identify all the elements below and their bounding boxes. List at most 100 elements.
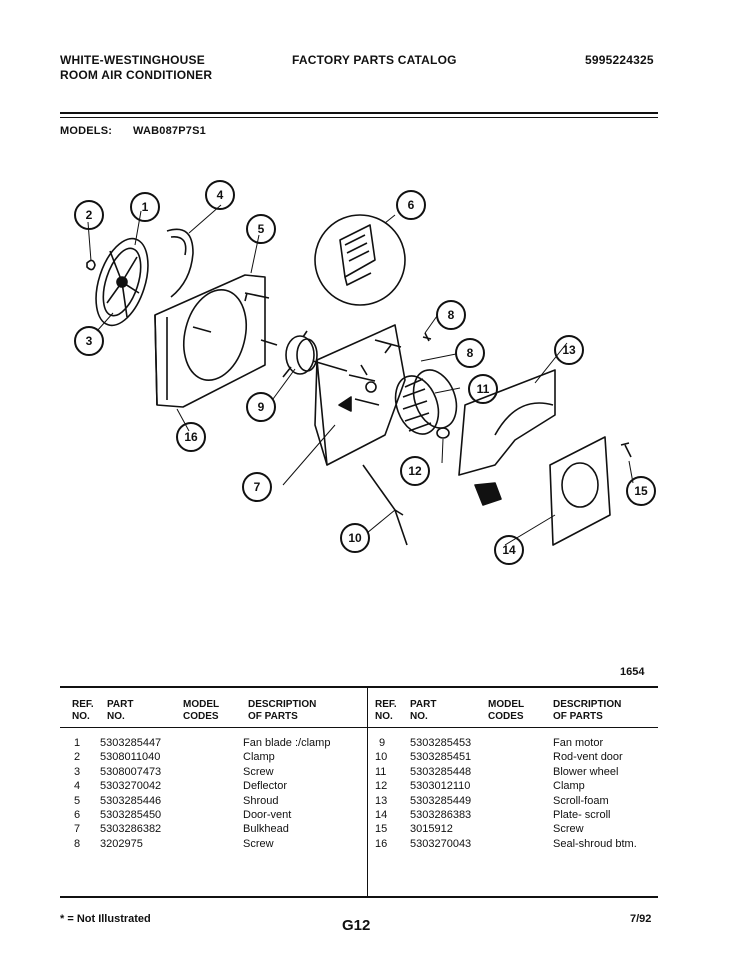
- part-cell: 3015912: [410, 823, 453, 836]
- table-right-rows: 9 5303285453 Fan motor 10 5303285451 Rod…: [367, 736, 658, 851]
- part-cell: 5303285449: [410, 794, 472, 807]
- table-top-rule: [60, 686, 658, 688]
- scroll-plate-part: [549, 436, 611, 546]
- callout-9: 9: [246, 392, 276, 422]
- ref-cell: 13: [375, 794, 388, 807]
- header-rule-top: [60, 112, 658, 114]
- catalog-number: 5995224325: [585, 53, 654, 67]
- ref-cell: 2: [74, 751, 81, 764]
- table-row: 9 5303285453 Fan motor: [367, 736, 658, 750]
- callout-4: 4: [205, 180, 235, 210]
- header-ref-right: REF. NO.: [375, 699, 397, 722]
- desc-cell: Screw: [553, 823, 584, 836]
- part-cell: 5303285448: [410, 765, 472, 778]
- part-cell: 5303285451: [410, 751, 472, 764]
- callout-3: 3: [74, 326, 104, 356]
- callout-8a: 8: [436, 300, 466, 330]
- desc-cell: Fan blade :/clamp: [243, 737, 331, 749]
- desc-cell: Deflector: [243, 780, 288, 793]
- fan-motor-part: [282, 330, 348, 378]
- header-rule-bottom: [60, 117, 658, 118]
- desc-cell: Bulkhead: [243, 823, 289, 836]
- callout-16: 16: [176, 422, 206, 452]
- brand-name: WHITE-WESTINGHOUSE ROOM AIR CONDITIONER: [60, 53, 212, 83]
- desc-cell: Rod-vent door: [553, 751, 623, 764]
- ref-cell: 3: [74, 765, 81, 778]
- callout-13: 13: [554, 335, 584, 365]
- header-part-right: PART NO.: [410, 699, 437, 722]
- table-row: 5 5303285446 Shroud: [60, 794, 366, 808]
- desc-cell: Plate- scroll: [553, 808, 611, 821]
- header-part-left: PART NO.: [107, 699, 134, 722]
- table-row: 16 5303270043 Seal-shroud btm.: [367, 837, 658, 851]
- part-cell: 5303270042: [100, 780, 162, 793]
- desc-cell: Seal-shroud btm.: [553, 837, 637, 850]
- table-row: 14 5303286383 Plate- scroll: [367, 808, 658, 822]
- models-label: MODELS:: [60, 125, 113, 137]
- ref-cell: 6: [74, 808, 81, 821]
- catalog-date: 7/92: [630, 913, 652, 925]
- part-cell: 5303012110: [410, 780, 471, 793]
- part-cell: 5303285453: [410, 737, 472, 749]
- ref-cell: 12: [375, 780, 388, 793]
- table-bottom-rule: [60, 896, 658, 898]
- header-model-left: MODEL CODES: [183, 699, 220, 722]
- bulkhead-part: [314, 324, 406, 466]
- screw-15-part: [620, 442, 632, 458]
- header-desc-left: DESCRIPTION OF PARTS: [248, 699, 317, 722]
- desc-cell: Fan motor: [553, 737, 604, 749]
- brand-line-2: ROOM AIR CONDITIONER: [60, 68, 213, 82]
- table-row: 1 5303285447 Fan blade :/clamp: [60, 736, 366, 750]
- ref-cell: 16: [375, 837, 388, 850]
- desc-cell: Screw: [243, 837, 274, 850]
- table-row: 2 5308011040 Clamp: [60, 750, 366, 764]
- desc-cell: Shroud: [243, 794, 279, 807]
- part-cell: 5303285450: [100, 808, 162, 821]
- screw-8-part: [422, 332, 432, 342]
- callout-14: 14: [494, 535, 524, 565]
- desc-cell: Door-vent: [243, 808, 292, 821]
- ref-cell: 7: [74, 823, 81, 836]
- header-model-right: MODEL CODES: [488, 699, 525, 722]
- callout-7: 7: [242, 472, 272, 502]
- table-row: 13 5303285449 Scroll-foam: [367, 794, 658, 808]
- table-row: 8 3202975 Screw: [60, 837, 366, 851]
- part-cell: 5303286382: [100, 823, 162, 836]
- ref-cell: 4: [74, 780, 81, 793]
- callout-8b: 8: [455, 338, 485, 368]
- scroll-foam-part: [458, 369, 556, 506]
- deflector-part: [166, 228, 194, 298]
- fan-blade-part: [95, 237, 149, 327]
- clamp-12-part: [436, 427, 450, 439]
- callout-10: 10: [340, 523, 370, 553]
- part-cell: 5303270043: [410, 837, 472, 850]
- table-row: 4 5303270042 Deflector: [60, 779, 366, 793]
- table-row: 6 5303285450 Door-vent: [60, 808, 366, 822]
- figure-number: 1654: [620, 666, 645, 678]
- models-value: WAB087P7S1: [133, 125, 206, 137]
- table-row: 10 5303285451 Rod-vent door: [367, 750, 658, 764]
- ref-cell: 9: [379, 737, 386, 749]
- desc-cell: Screw: [243, 765, 274, 778]
- callout-12: 12: [400, 456, 430, 486]
- table-row: 12 5303012110 Clamp: [367, 779, 658, 793]
- table-row: 11 5303285448 Blower wheel: [367, 765, 658, 779]
- table-row: 7 5303286382 Bulkhead: [60, 822, 366, 836]
- desc-cell: Clamp: [553, 780, 585, 793]
- ref-cell: 8: [74, 837, 81, 850]
- callout-1: 1: [130, 192, 160, 222]
- ref-cell: 1: [74, 737, 81, 749]
- desc-cell: Blower wheel: [553, 765, 619, 778]
- blower-wheel-part: [394, 369, 458, 435]
- ref-cell: 5: [74, 794, 81, 807]
- door-vent-detail: [314, 214, 406, 306]
- part-cell: 5303285447: [100, 737, 162, 749]
- part-cell: 5303285446: [100, 794, 162, 807]
- ref-cell: 11: [375, 765, 387, 778]
- header-desc-right: DESCRIPTION OF PARTS: [553, 699, 622, 722]
- part-cell: 5308011040: [100, 751, 161, 764]
- desc-cell: Scroll-foam: [553, 794, 609, 807]
- not-illustrated-note: * = Not Illustrated: [60, 913, 151, 925]
- callout-11: 11: [468, 374, 498, 404]
- callout-2: 2: [74, 200, 104, 230]
